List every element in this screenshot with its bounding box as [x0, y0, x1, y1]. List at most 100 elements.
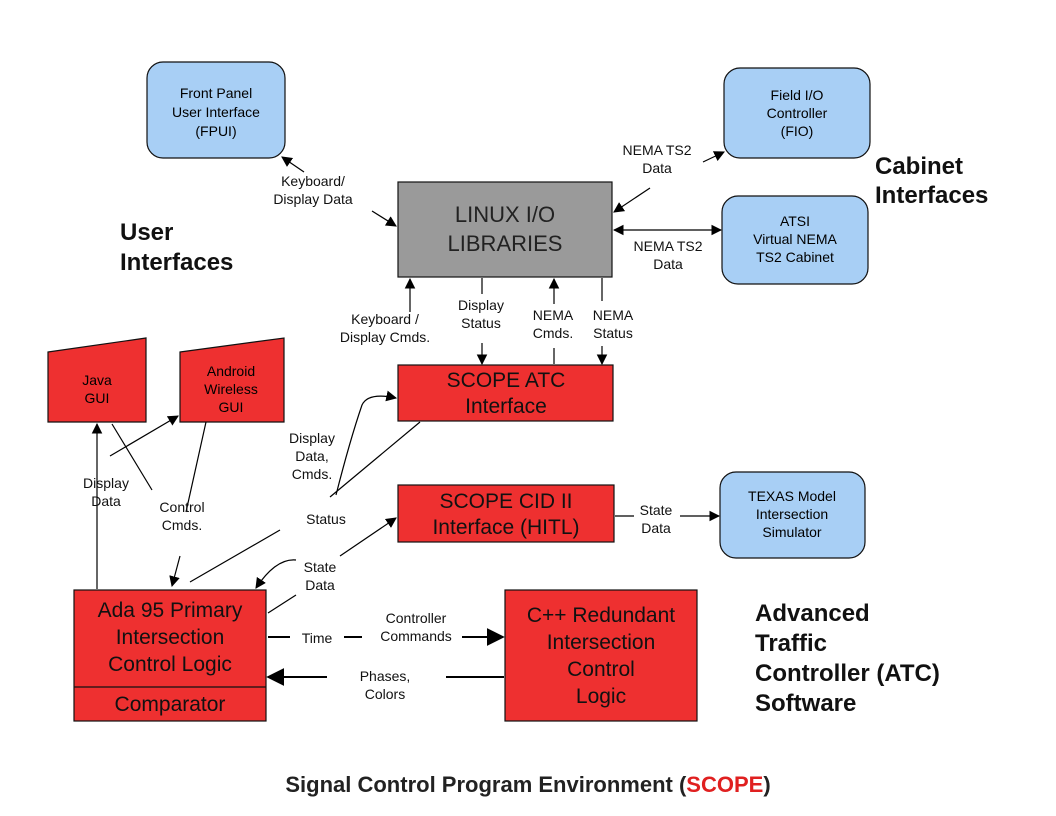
- caption-prefix: Signal Control Program Environment (: [285, 772, 687, 797]
- line-ada-state: [267, 594, 297, 614]
- android-label-2: Wireless: [204, 381, 258, 397]
- arrow-to-fpui: [281, 156, 305, 173]
- lbl-keyboard-display-data-2: Display Data: [273, 191, 353, 207]
- title-user-2: Interfaces: [120, 249, 233, 276]
- lbl-controller-commands-1: Controller: [386, 610, 447, 626]
- ada-primary-control-box: Ada 95 Primary Intersection Control Logi…: [73, 589, 267, 722]
- lbl-nema-ts2-data-bottom-2: Data: [653, 256, 683, 272]
- java-gui-box: Java GUI: [47, 337, 147, 423]
- scope-cid-interface-box: SCOPE CID II Interface (HITL): [397, 484, 615, 543]
- title-user-1: User: [120, 219, 173, 246]
- lbl-time: Time: [302, 630, 333, 646]
- fpui-label-2: User Interface: [172, 104, 260, 120]
- lbl-nema-ts2-data-top-2: Data: [642, 160, 672, 176]
- caption-highlight: SCOPE: [686, 772, 764, 797]
- lbl-display-data-1: Display: [83, 475, 129, 491]
- scope-cid-label-1: SCOPE CID II: [439, 490, 572, 513]
- texas-label-3: Simulator: [762, 524, 821, 540]
- lbl-nema-cmds-1: NEMA: [533, 307, 574, 323]
- fio-label-2: Controller: [767, 105, 828, 121]
- arrow-to-fio: [702, 151, 725, 163]
- lbl-keyboard-display-cmds-2: Display Cmds.: [340, 329, 430, 345]
- fpui-box: Front Panel User Interface (FPUI): [146, 61, 286, 159]
- atsi-label-1: ATSI: [780, 213, 810, 229]
- ada-label-2: Intersection: [116, 626, 225, 649]
- lbl-state-data-right-1: State: [640, 502, 673, 518]
- lbl-display-data-cmds-2: Data,: [295, 448, 328, 464]
- lbl-nema-status-2: Status: [593, 325, 633, 341]
- title-cabinet-1: Cabinet: [875, 153, 963, 180]
- line-android-control: [185, 421, 207, 513]
- atsi-label-2: Virtual NEMA: [753, 231, 837, 247]
- java-label-2: GUI: [85, 390, 110, 406]
- lbl-nema-cmds-2: Cmds.: [533, 325, 573, 341]
- lbl-state-data-right-2: Data: [641, 520, 671, 536]
- lbl-keyboard-display-data-1: Keyboard/: [281, 173, 345, 189]
- lbl-control-cmds-2: Cmds.: [162, 517, 202, 533]
- arrow-display-cmds-to-scope-atc: [335, 390, 398, 496]
- lbl-phases-colors-2: Colors: [365, 686, 405, 702]
- title-atc-2: Traffic: [755, 630, 827, 657]
- cpp-redundant-control-box: C++ Redundant Intersection Control Logic: [504, 589, 698, 722]
- comparator-label: Comparator: [115, 693, 226, 716]
- line-status-bottom: [189, 529, 281, 583]
- scope-atc-label-1: SCOPE ATC: [447, 369, 566, 392]
- lbl-nema-ts2-data-top-1: NEMA TS2: [623, 142, 692, 158]
- linux-io-libraries-box: LINUX I/O LIBRARIES: [397, 181, 613, 278]
- arrow-control-to-ada: [169, 555, 181, 588]
- lbl-state-data-left-1: State: [304, 559, 337, 575]
- lbl-display-status-2: Status: [461, 315, 501, 331]
- cpp-label-4: Logic: [576, 685, 626, 708]
- cpp-label-1: C++ Redundant: [527, 604, 675, 627]
- scope-atc-interface-box: SCOPE ATC Interface: [397, 364, 614, 422]
- arrow-to-linux-from-fpui: [371, 210, 397, 227]
- texas-simulator-box: TEXAS Model Intersection Simulator: [719, 471, 866, 559]
- lbl-state-data-left-2: Data: [305, 577, 335, 593]
- arrow-state-to-cid: [339, 517, 397, 557]
- ada-label-3: Control Logic: [108, 653, 232, 676]
- caption-suffix: ): [763, 772, 771, 797]
- fpui-label-1: Front Panel: [180, 85, 252, 101]
- diagram-caption: Signal Control Program Environment (SCOP…: [0, 772, 1056, 798]
- texas-label-1: TEXAS Model: [748, 488, 836, 504]
- title-cabinet-2: Interfaces: [875, 182, 988, 209]
- arrow-to-android: [109, 415, 179, 457]
- arrow-state-to-ada: [255, 559, 297, 589]
- lbl-controller-commands-2: Commands: [380, 628, 452, 644]
- lbl-display-data-cmds-3: Cmds.: [292, 466, 332, 482]
- fio-label-1: Field I/O: [771, 87, 824, 103]
- linux-label-1: LINUX I/O: [455, 202, 555, 227]
- scope-cid-label-2: Interface (HITL): [432, 516, 579, 539]
- atsi-box: ATSI Virtual NEMA TS2 Cabinet: [721, 195, 869, 285]
- fio-label-3: (FIO): [781, 123, 814, 139]
- arrow-fio-to-linux: [613, 187, 651, 213]
- lbl-phases-colors-1: Phases,: [360, 668, 411, 684]
- lbl-status: Status: [306, 511, 346, 527]
- fio-box: Field I/O Controller (FIO): [723, 67, 871, 159]
- lbl-display-data-2: Data: [91, 493, 121, 509]
- atsi-label-3: TS2 Cabinet: [756, 249, 834, 265]
- lbl-display-status-1: Display: [458, 297, 504, 313]
- lbl-control-cmds-1: Control: [159, 499, 204, 515]
- linux-label-2: LIBRARIES: [448, 231, 563, 256]
- line-status-top: [329, 421, 421, 498]
- line-java-control: [111, 423, 153, 491]
- title-atc-1: Advanced: [755, 600, 870, 627]
- lbl-nema-ts2-data-bottom-1: NEMA TS2: [634, 238, 703, 254]
- lbl-display-data-cmds-1: Display: [289, 430, 335, 446]
- android-label-1: Android: [207, 363, 255, 379]
- lbl-keyboard-display-cmds-1: Keyboard /: [351, 311, 419, 327]
- android-label-3: GUI: [219, 399, 244, 415]
- title-atc-3: Controller (ATC): [755, 660, 940, 687]
- connectors: [91, 151, 725, 686]
- cpp-label-3: Control: [567, 658, 635, 681]
- android-gui-box: Android Wireless GUI: [179, 337, 285, 423]
- scope-atc-label-2: Interface: [465, 395, 547, 418]
- title-atc-4: Software: [755, 690, 856, 717]
- java-label-1: Java: [82, 372, 112, 388]
- lbl-nema-status-1: NEMA: [593, 307, 634, 323]
- fpui-label-3: (FPUI): [195, 123, 236, 139]
- ada-label-1: Ada 95 Primary: [98, 599, 243, 622]
- cpp-label-2: Intersection: [547, 631, 656, 654]
